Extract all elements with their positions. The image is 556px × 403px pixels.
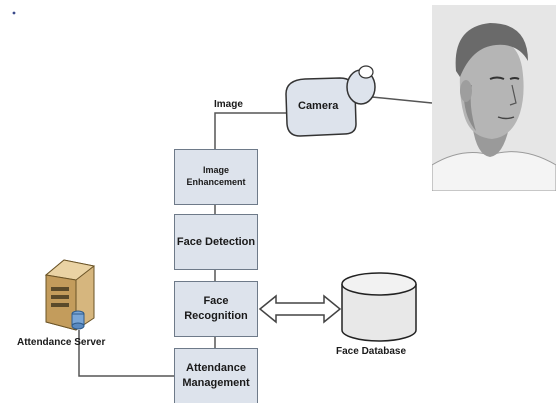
camera-label: Camera — [298, 100, 339, 112]
image-enhancement-label: Image Enhancement — [186, 165, 246, 187]
attendance-management-label: Attendance Management — [182, 362, 250, 389]
image-enhancement-box: Image Enhancement — [174, 149, 258, 205]
double-arrow-icon — [258, 294, 342, 324]
corner-dot — [12, 11, 16, 15]
attendance-management-box: Attendance Management — [174, 348, 258, 403]
attendance-to-server-line — [78, 330, 174, 377]
face-detection-label: Face Detection — [176, 235, 256, 248]
database-icon — [341, 272, 417, 342]
camera-icon — [285, 65, 376, 137]
attendance-server-label: Attendance Server — [17, 337, 106, 348]
image-flow-line — [214, 112, 290, 149]
image-label: Image — [214, 99, 243, 110]
camera-to-photo-line — [371, 96, 433, 104]
face-recognition-box: Face Recognition — [174, 281, 258, 337]
person-photo-drawing — [432, 5, 556, 191]
person-photo — [432, 5, 556, 191]
face-recognition-label: Face Recognition — [184, 295, 248, 322]
server-icon — [44, 259, 96, 331]
face-database-label: Face Database — [336, 346, 407, 357]
face-detection-box: Face Detection — [174, 214, 258, 270]
